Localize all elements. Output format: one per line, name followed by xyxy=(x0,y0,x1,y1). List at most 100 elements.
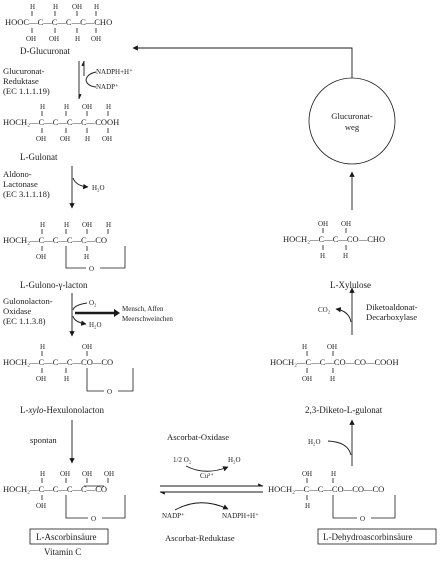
bond-lines-top xyxy=(306,478,334,483)
bond-lines-top xyxy=(31,11,97,16)
compound-name: L-Gulonat xyxy=(20,152,58,162)
oxidase-label: Ascorbat-Oxidase xyxy=(167,432,229,442)
step-glucuronat-reduktase: NADPH+H⁺ NADP⁺ Glucuronat- Reduktase (EC… xyxy=(3,60,133,100)
sub-top-4: H xyxy=(106,103,111,111)
sub-top-2: H xyxy=(331,470,336,478)
enzyme-line-1: Glucuronat- xyxy=(3,66,45,76)
enzyme-line-3: (EC 1.1.3.8) xyxy=(3,316,46,326)
compound-name: L-Ascorbinsäure xyxy=(36,532,96,542)
glucuronat-cycle: Glucuronat- weg xyxy=(132,45,396,210)
sub-top-2: H xyxy=(64,103,69,111)
sub-top-3: OH xyxy=(72,3,82,11)
sub-bottom-1: H xyxy=(320,252,325,260)
compound-l-ascorbinsaeure: H OH OH OH HOCH₂—C—C—C—C—CO OH O L-Ascor… xyxy=(3,470,126,557)
compound-l-xylo-hexulonolacton: H OH HOCH₂—C—C—C—CO—CO OH H O L-xylo-Hex… xyxy=(3,343,134,415)
sub-bottom-3: H xyxy=(75,35,80,43)
byproduct-arrow xyxy=(335,307,352,323)
sub-top-3: OH xyxy=(82,470,92,478)
compound-name: L-Xylulose xyxy=(330,280,371,290)
sub-top-1: H xyxy=(30,3,35,11)
bond-lines-bottom xyxy=(31,28,97,33)
compound-name: L-xylo-Hexulonolacton xyxy=(20,405,104,415)
sub-bottom-1: OH xyxy=(36,375,46,383)
compound-name: D-Glucuronat xyxy=(20,46,70,56)
sub-bottom-4: OH xyxy=(91,35,101,43)
compound-l-dehydroascorbinsaeure: OH H HOCH₂—C—C—CO—CO—CO H O L-Dehydroasc… xyxy=(268,470,437,545)
sub-top-2: OH xyxy=(82,343,92,351)
formula-main: HOCH₂—C—C—C—C—CO xyxy=(3,484,107,494)
cofactor-in: NADP⁺ xyxy=(162,512,185,520)
cofactor-curve xyxy=(85,71,97,88)
sub-bottom-1: OH xyxy=(36,253,46,261)
sub-top-2: H xyxy=(64,221,69,229)
reagent-label: H₂O xyxy=(308,438,321,446)
product-label: H₂O xyxy=(228,456,241,464)
step-ascorbat-redox: Ascorbat-Oxidase 1/2 O₂ H₂O Cu²⁺ NADP⁺ N… xyxy=(159,432,264,543)
step-gulonolacton-oxidase: O₂ H₂O Mensch, Affen Meerschweinchen Gul… xyxy=(3,293,173,337)
enzyme-line-2: Lactonase xyxy=(3,179,38,189)
cycle-label-2: weg xyxy=(345,122,360,132)
lactone-ring xyxy=(86,368,134,392)
blocked-bar-head xyxy=(114,309,120,317)
formula-main: HOCH₂—C—C—C—C—COOH xyxy=(3,117,119,127)
name-box xyxy=(317,528,437,545)
compound-l-xylulose: OH OH HOCH₂—C—C—CO—CHO H H L-Xylulose xyxy=(283,220,385,290)
reductase-label: Ascorbat-Reduktase xyxy=(165,533,235,543)
bond-lines-bottom xyxy=(41,246,88,251)
sub-top-1: OH xyxy=(302,470,312,478)
enzyme-line-2: Oxidase xyxy=(3,306,31,316)
formula-main: HOCH₂—C—C—C—CO—CO xyxy=(3,357,113,367)
sub-top-2: OH xyxy=(60,470,70,478)
blocked-note-2: Meerschweinchen xyxy=(122,315,173,323)
sub-top-3: OH xyxy=(82,221,92,229)
enzyme-line-1: Gulonolacton- xyxy=(3,296,53,306)
sub-bottom-1: H xyxy=(305,502,310,510)
sub-bottom-2: OH xyxy=(49,35,59,43)
sub-top-2: OH xyxy=(327,343,337,351)
compound-d-glucuronat: H H OH H HOOC—C—C—C—C—CHO OH OH H OH D-G… xyxy=(5,3,112,56)
return-arrow xyxy=(132,45,353,78)
compound-name: L-Dehydroascorbinsäure xyxy=(323,532,412,542)
compound-diketo-gulonat: H OH HOCH₂—C—C—CO—CO—COOH OH H 2,3-Diket… xyxy=(270,343,399,415)
byproduct-label: H₂O xyxy=(92,184,105,192)
bond-lines-bottom xyxy=(322,245,347,250)
sub-top-4: H xyxy=(94,3,99,11)
sub-top-1: H xyxy=(40,103,45,111)
bond-lines-top xyxy=(306,351,334,356)
metal-label: Cu²⁺ xyxy=(200,472,214,480)
bond-lines-bottom xyxy=(41,368,67,373)
cofactor-curve xyxy=(174,502,229,511)
formula-main: HOCH₂—C—C—CO—CHO xyxy=(283,234,385,244)
formula-main: HOCH₂—C—C—CO—CO—CO xyxy=(268,484,384,494)
lactone-ring xyxy=(65,246,126,269)
step-aldono-lactonase: H₂O Aldono- Lactonase (EC 3.1.1.18) xyxy=(3,166,105,209)
cofactor-in: NADPH+H⁺ xyxy=(96,68,133,76)
bond-lines-top xyxy=(41,229,109,234)
byproduct-label: H₂O xyxy=(89,321,102,329)
sub-bottom-3: H xyxy=(85,135,90,143)
bond-lines-bottom xyxy=(306,368,334,373)
ring-oxygen: O xyxy=(360,515,365,523)
sub-top-4: H xyxy=(106,221,111,229)
step-spontan: spontan xyxy=(30,420,75,464)
formula-main: HOOC—C—C—C—C—CHO xyxy=(5,17,112,27)
formula-main: HOCH₂—C—C—C—C—CO xyxy=(3,235,107,245)
enzyme-line-3: (EC 1.1.1.19) xyxy=(3,86,50,96)
enzyme-line-2: Decarboxylase xyxy=(366,312,417,322)
ring-oxygen: O xyxy=(89,265,94,273)
cycle-circle xyxy=(308,77,396,165)
oxidant-curve xyxy=(185,465,229,472)
bond-lines-top xyxy=(322,228,347,233)
sub-top-2: OH xyxy=(341,220,351,228)
step-hydrolysis: H₂O xyxy=(308,419,355,466)
enzyme-line-1: Aldono- xyxy=(3,169,32,179)
ring-oxygen: O xyxy=(107,388,112,396)
sub-bottom-1: OH xyxy=(302,375,312,383)
sub-top-1: H xyxy=(40,221,45,229)
enzyme-line-2: Reduktase xyxy=(3,76,39,86)
sub-top-1: H xyxy=(40,343,45,351)
compound-l-gulonat: H H OH H HOCH₂—C—C—C—C—COOH OH OH H OH L… xyxy=(3,103,119,162)
lactone-ring xyxy=(65,495,126,519)
sub-top-1: H xyxy=(40,470,45,478)
